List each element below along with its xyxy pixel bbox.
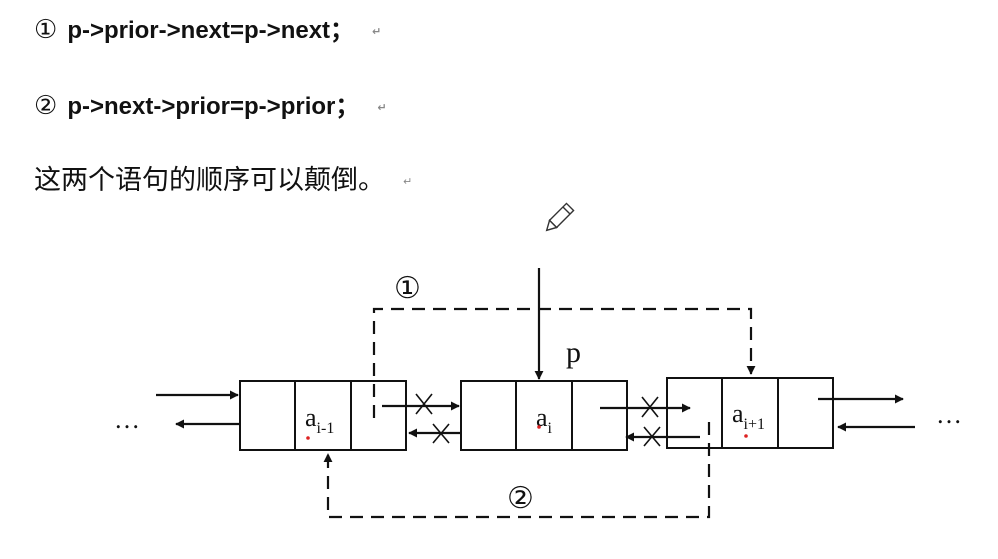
step-2-diagram-label: ② [507,481,534,516]
statement-1: ① p->prior->next=p->next； ↵ [34,10,381,45]
red-dot [537,425,541,429]
paragraph-mark-icon: ↵ [377,101,387,115]
dashed-new-prior-link [323,422,711,519]
order-note-text: 这两个语句的顺序可以颠倒。 [34,165,385,196]
order-note: 这两个语句的顺序可以颠倒。 ↵ [34,158,412,197]
step-1-diagram-label: ① [394,271,421,306]
red-dot [744,434,748,438]
step-2-marker: ② [34,91,58,121]
node-ai-1 [239,380,407,451]
paragraph-mark-icon: ↵ [372,25,382,39]
dashed-new-next-link [372,307,756,418]
ellipsis-left: … [114,405,140,434]
ellipsis-right: … [936,400,962,429]
cross-mark-icon [415,393,450,444]
node-ai [460,380,628,451]
statement-1-code: p->prior->next=p->next； [67,17,355,44]
node-ai+1-label: ai+1 [732,399,765,433]
node-ai-1-label: ai-1 [305,403,334,437]
statement-2-code: p->next->prior=p->prior； [67,93,360,120]
statement-2: ② p->next->prior=p->prior； ↵ [34,86,387,121]
cross-mark-icon [641,396,661,447]
step-1-marker: ① [34,15,58,45]
red-dot [306,436,310,440]
pencil-cursor-icon [545,202,575,232]
pointer-p-label: p [566,336,581,369]
paragraph-mark-icon: ↵ [403,175,413,188]
node-ai-label: ai [536,403,553,437]
